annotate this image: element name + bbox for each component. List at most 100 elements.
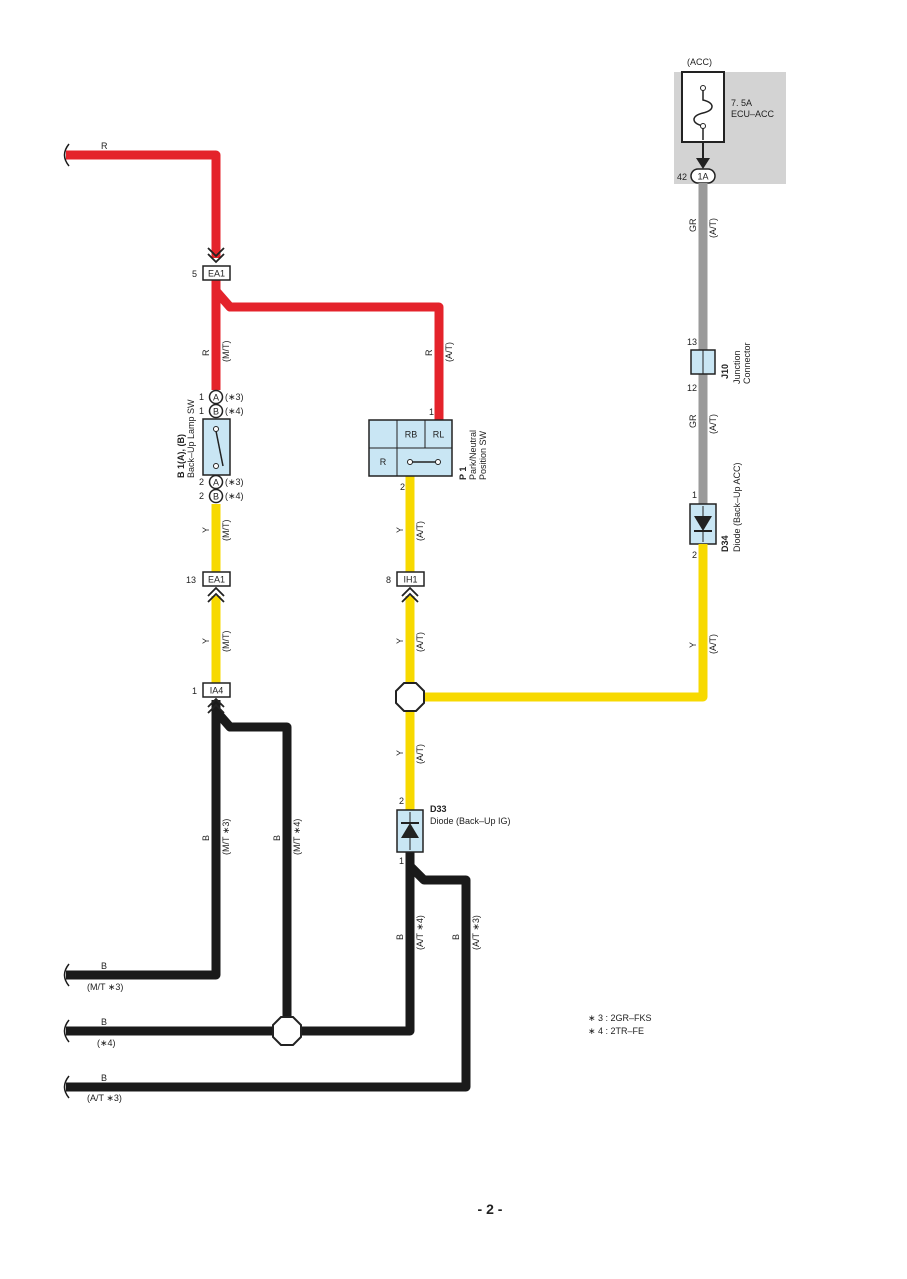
j10-id: J10 (720, 364, 730, 379)
wire-label-y-6: Y (688, 642, 698, 648)
backup-lamp-sw-id: B 1(A), (B) (176, 434, 186, 478)
fuse-element (693, 88, 713, 140)
svg-text:RL: RL (433, 430, 445, 440)
wire-label-y-2: Y (201, 638, 211, 644)
wire-label-b-1: B (201, 835, 211, 841)
svg-text:(∗4): (∗4) (225, 406, 244, 416)
svg-text:2: 2 (399, 796, 404, 806)
wire-label-b-2: B (272, 835, 282, 841)
svg-text:5: 5 (192, 269, 197, 279)
svg-text:2: 2 (199, 491, 204, 501)
fuse-name: ECU–ACC (731, 109, 775, 119)
fuse-terminal-dot (700, 85, 706, 91)
fuse-box: (ACC) 7. 5A ECU–ACC 1A 42 (674, 57, 786, 184)
connector-ea1-bottom: EA1 13 (186, 571, 231, 603)
svg-text:EA1: EA1 (208, 269, 225, 279)
wire-label-gr-1: GR (688, 218, 698, 232)
j10-pin-top: 13 (687, 337, 697, 347)
d34-id: D34 (720, 535, 730, 552)
wire-label-at-2: (A/T) (708, 414, 718, 434)
connector-ih1: IH1 8 (386, 571, 425, 603)
wire-label-r-top: R (101, 141, 108, 151)
fuse-arrow-icon (696, 158, 710, 169)
wire-label-at-y4: (A/T) (415, 632, 425, 652)
wire-break-icon (63, 963, 70, 987)
legend-line-2: ∗ 4 : 2TR–FE (588, 1026, 644, 1036)
svg-text:IA4: IA4 (210, 686, 224, 696)
fuse-group-label: (ACC) (687, 57, 712, 67)
svg-text:1: 1 (192, 686, 197, 696)
wire-label-gr-2: GR (688, 414, 698, 428)
wire-label-y-5: Y (395, 750, 405, 756)
svg-text:(∗3): (∗3) (225, 477, 244, 487)
connector-arrow-icon (401, 586, 419, 603)
wire-break-icon (63, 1019, 70, 1043)
wire-label-at-y3: (A/T) (415, 521, 425, 541)
connector-arrow-icon (207, 697, 225, 714)
wire-label-mt-y2: (M/T) (221, 631, 231, 653)
wire-label-b-3: B (395, 934, 405, 940)
splice-point-yellow (395, 682, 425, 712)
d34-name: Diode (Back–Up ACC) (732, 462, 742, 552)
connector-ia4: IA4 1 (192, 682, 231, 714)
wire-label-y-4: Y (395, 638, 405, 644)
wire-label-r-right: R (424, 349, 434, 356)
wire-break-icon (63, 143, 70, 167)
wire-label-at3-left: (A/T ∗3) (87, 1093, 122, 1103)
svg-text:EA1: EA1 (208, 575, 225, 585)
d34-pin-top: 1 (692, 490, 697, 500)
svg-text:8: 8 (386, 575, 391, 585)
connector-arrow-icon (207, 247, 225, 264)
j10-name-1: Junction (732, 350, 742, 384)
black-wires (66, 700, 471, 1092)
wire-label-mt4: (M/T ∗4) (292, 819, 302, 855)
wire-label-at4: (A/T ∗4) (415, 915, 425, 950)
d34-pin-bottom: 2 (692, 550, 697, 560)
d33-diode: 2 1 D33 Diode (Back–Up IG) (396, 796, 511, 866)
backup-lamp-sw-name: Back–Up Lamp SW (186, 399, 196, 478)
wire-label-mt3: (M/T ∗3) (221, 819, 231, 855)
fuse-terminal-label: 1A (697, 172, 708, 182)
pnp-sw-id: P 1 (458, 467, 468, 480)
splice-point-black (272, 1016, 302, 1046)
svg-text:IH1: IH1 (403, 575, 417, 585)
svg-text:2: 2 (199, 477, 204, 487)
legend-line-1: ∗ 3 : 2GR–FKS (588, 1013, 652, 1023)
fuse-rating: 7. 5A (731, 98, 752, 108)
d33-id: D33 (430, 804, 447, 814)
wire-label-at-1: (A/T) (708, 218, 718, 238)
fuse-pin-label: 42 (677, 172, 687, 182)
j10-pin-bottom: 12 (687, 383, 697, 393)
wire-label-y-1: Y (201, 527, 211, 533)
svg-text:(∗3): (∗3) (225, 392, 244, 402)
svg-text:13: 13 (186, 575, 196, 585)
svg-text:1: 1 (199, 392, 204, 402)
pnp-sw-name-2: Position SW (478, 430, 488, 480)
wire-label-r-left: R (201, 349, 211, 356)
wire-label-v4-left: (∗4) (97, 1038, 116, 1048)
svg-text:1: 1 (429, 407, 434, 417)
wire-label-mt3-left: (M/T ∗3) (87, 982, 123, 992)
svg-text:RB: RB (405, 430, 418, 440)
d33-name: Diode (Back–Up IG) (430, 816, 511, 826)
wire-label-at3: (A/T ∗3) (471, 915, 481, 950)
svg-text:B: B (213, 492, 219, 502)
d34-diode: 1 2 D34 Diode (Back–Up ACC) (689, 462, 742, 560)
svg-text:(∗4): (∗4) (225, 491, 244, 501)
svg-text:B: B (213, 407, 219, 417)
park-neutral-position-switch: RB RL R 1 2 P 1 Park/Neutral Position SW (368, 407, 488, 492)
j10-junction-connector: 13 12 J10 Junction Connector (687, 337, 752, 393)
connector-ea1-top: EA1 5 (192, 247, 231, 281)
svg-text:A: A (213, 393, 219, 403)
svg-text:1: 1 (399, 856, 404, 866)
fuse-terminal-dot (700, 123, 706, 129)
diode-down-icon (694, 516, 712, 531)
pnp-sw-name-1: Park/Neutral (468, 430, 478, 480)
wire-label-y-3: Y (395, 527, 405, 533)
wire-break-icon (63, 1075, 70, 1099)
wire-label-at-y5: (A/T) (415, 744, 425, 764)
wire-break-symbols (63, 143, 70, 1099)
red-wires (66, 150, 444, 420)
wire-label-b-4: B (451, 934, 461, 940)
